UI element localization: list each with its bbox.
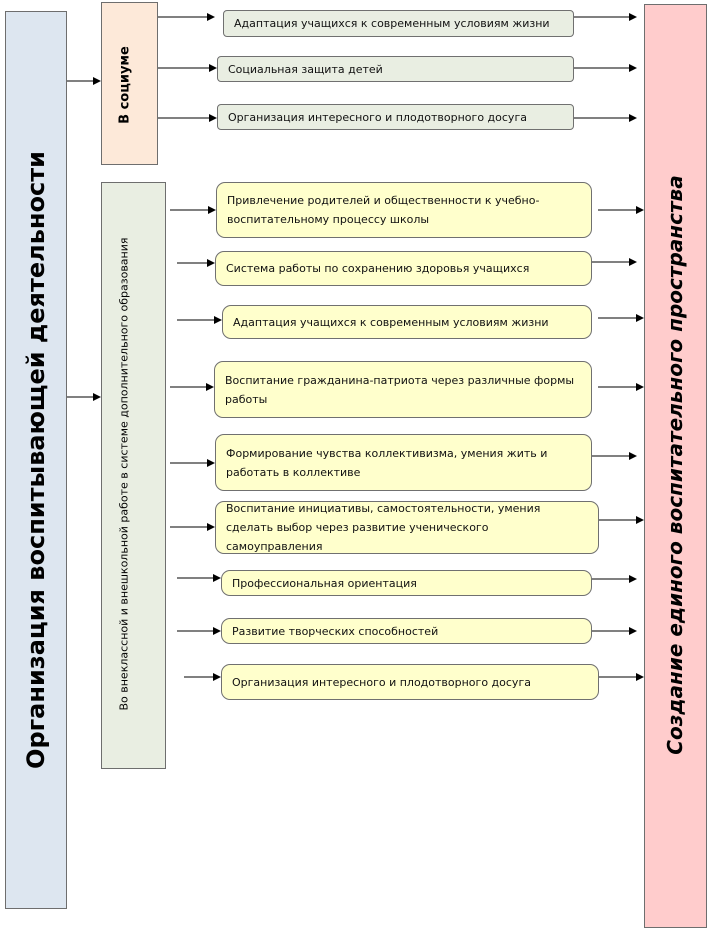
social-item-1: Адаптация учащихся к современным условия…: [223, 10, 574, 37]
social-item-3: Организация интересного и плодотворного …: [217, 104, 574, 130]
school-item-5: Формирование чувства коллективизма, умен…: [215, 434, 592, 491]
school-item-4: Воспитание гражданина-патриота через раз…: [214, 361, 592, 418]
left-main-block: [5, 11, 67, 909]
group-extracurricular: [101, 182, 166, 769]
school-item-3: Адаптация учащихся к современным условия…: [222, 305, 592, 339]
school-item-7: Профессиональная ориентация: [221, 570, 592, 596]
group-society: [101, 2, 158, 165]
school-item-1: Привлечение родителей и общественности к…: [216, 182, 592, 238]
school-item-8: Развитие творческих способностей: [221, 618, 592, 644]
school-item-6: Воспитание инициативы, самостоятельности…: [215, 501, 599, 554]
social-item-2: Социальная защита детей: [217, 56, 574, 82]
school-item-9: Организация интересного и плодотворного …: [221, 664, 599, 700]
school-item-2: Система работы по сохранению здоровья уч…: [215, 251, 592, 286]
right-main-block: [644, 4, 707, 928]
